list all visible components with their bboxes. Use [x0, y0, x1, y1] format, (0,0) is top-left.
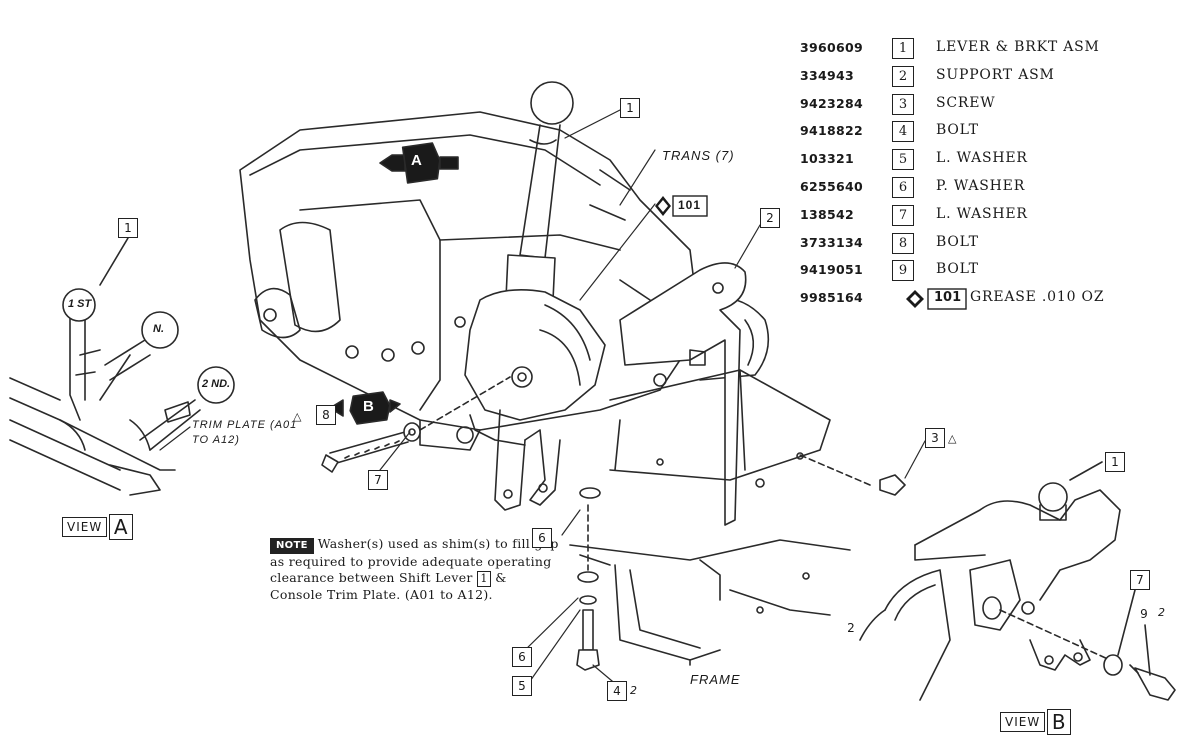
view-b-word: VIEW — [1000, 712, 1046, 732]
part-number: 334943 — [800, 67, 854, 83]
part-index: 8 — [892, 232, 914, 254]
callout-2-view-b: 2 — [842, 619, 860, 637]
parts-row: 6255640 6 P. WASHER — [800, 175, 1190, 203]
part-number: 3960609 — [800, 40, 863, 55]
parts-row: 334943 2 SUPPORT ASM — [800, 64, 1190, 92]
part-index: 1 — [892, 38, 914, 59]
callout-8: 8 — [316, 405, 336, 425]
shift-lever — [464, 81, 606, 511]
parts-row: 3960609 1 LEVER & BRKT ASM — [800, 36, 1190, 64]
callout-1-view-a: 1 — [118, 218, 138, 238]
part-number: 9985164 — [800, 290, 863, 306]
view-a-letter: A — [109, 514, 134, 540]
support-bracket — [609, 262, 831, 526]
note-tag: NOTE — [270, 538, 314, 554]
part-number: 138542 — [800, 206, 854, 222]
callout-7-view-b: 7 — [1130, 570, 1150, 590]
part-number: 3733134 — [800, 234, 863, 250]
hardware-main — [321, 376, 906, 671]
callout-9-view-b: 9 — [1135, 605, 1153, 623]
part-index: 7 — [892, 204, 914, 226]
parts-list: 3960609 1 LEVER & BRKT ASM 334943 2 SUPP… — [800, 36, 1190, 314]
part-number: 9419051 — [800, 262, 863, 278]
part-index: 6 — [892, 176, 914, 198]
part-index: 9 — [892, 260, 914, 282]
view-arrow-a — [379, 142, 459, 184]
part-index: 3 — [892, 93, 914, 115]
trans-label: TRANS (7) — [662, 148, 735, 163]
view-b-letter: B — [1047, 709, 1072, 735]
part-description: L. WASHER — [936, 205, 1028, 222]
callout-1: 1 — [620, 98, 640, 118]
part-number: 9423284 — [800, 95, 863, 111]
transmission-body — [239, 111, 770, 451]
callout-1-view-b: 1 — [1105, 452, 1125, 472]
parts-row: 9419051 9 BOLT — [800, 258, 1190, 286]
part-number: 9418822 — [800, 123, 863, 139]
parts-row: 9423284 3 SCREW — [800, 92, 1190, 120]
part-description: P. WASHER — [936, 177, 1026, 194]
part-number: 103321 — [800, 151, 854, 167]
grease-tag-main — [655, 195, 708, 217]
parts-row: 3733134 8 BOLT — [800, 231, 1190, 259]
grease-tag: 101 — [904, 288, 968, 310]
shift-ball-neutral: N. — [153, 323, 164, 335]
vehicle-frame — [569, 458, 851, 666]
part-description: BOLT — [936, 261, 979, 278]
part-description: SUPPORT ASM — [936, 66, 1055, 83]
shift-ball-1st: 1 ST — [68, 298, 92, 310]
part-index: 5 — [892, 149, 914, 171]
leader-lines — [379, 109, 926, 687]
ref-triangle-2: △ — [293, 410, 302, 423]
part-description: BOLT — [936, 122, 979, 139]
grease-tag-main-number: 101 — [678, 198, 702, 212]
part-index: 4 — [892, 121, 914, 143]
callout-6: 6 — [532, 528, 552, 548]
part-description: L. WASHER — [936, 150, 1028, 167]
part-description: GREASE .010 OZ — [970, 289, 1105, 306]
grease-tag-number: 101 — [934, 290, 962, 306]
parts-row: 138542 7 L. WASHER — [800, 203, 1190, 231]
ref-triangle-3: 2 — [630, 684, 637, 697]
note-text-2: & Console Trim Plate. (A01 to A12). — [270, 570, 507, 602]
frame-label: FRAME — [690, 672, 741, 687]
arrow-a-letter: A — [411, 152, 423, 169]
parts-row: 9985164 101 GREASE .010 OZ — [800, 286, 1190, 314]
note-ref-box: 1 — [477, 571, 491, 587]
callout-5: 5 — [512, 676, 532, 696]
callout-4: 4 — [607, 681, 627, 701]
grease-diamond-icon — [906, 288, 967, 310]
note-text-1: Washer(s) used as shim(s) to fill gap as… — [270, 536, 559, 585]
part-description: BOLT — [936, 233, 979, 250]
view-a-word: VIEW — [62, 517, 108, 537]
callout-3: 3 — [925, 428, 945, 448]
view-b-inset — [859, 461, 1176, 701]
ref-triangle-4: 2 — [1158, 606, 1165, 619]
arrow-b-letter: B — [363, 398, 375, 415]
callout-7: 7 — [368, 470, 388, 490]
view-a-inset — [9, 237, 235, 496]
part-description: SCREW — [936, 94, 996, 111]
part-number: 6255640 — [800, 178, 863, 194]
parts-row: 9418822 4 BOLT — [800, 119, 1190, 147]
part-description: LEVER & BRKT ASM — [936, 39, 1100, 55]
part-index: 2 — [892, 65, 914, 87]
callout-2: 2 — [760, 208, 780, 228]
parts-row: 103321 5 L. WASHER — [800, 147, 1190, 175]
ref-triangle-1: △ — [948, 432, 957, 445]
view-arrow-b — [329, 391, 401, 425]
shift-ball-2nd: 2 ND. — [202, 378, 231, 390]
callout-6-low: 6 — [512, 647, 532, 667]
trim-plate-label: TRIM PLATE (A01 TO A12) — [192, 419, 298, 446]
